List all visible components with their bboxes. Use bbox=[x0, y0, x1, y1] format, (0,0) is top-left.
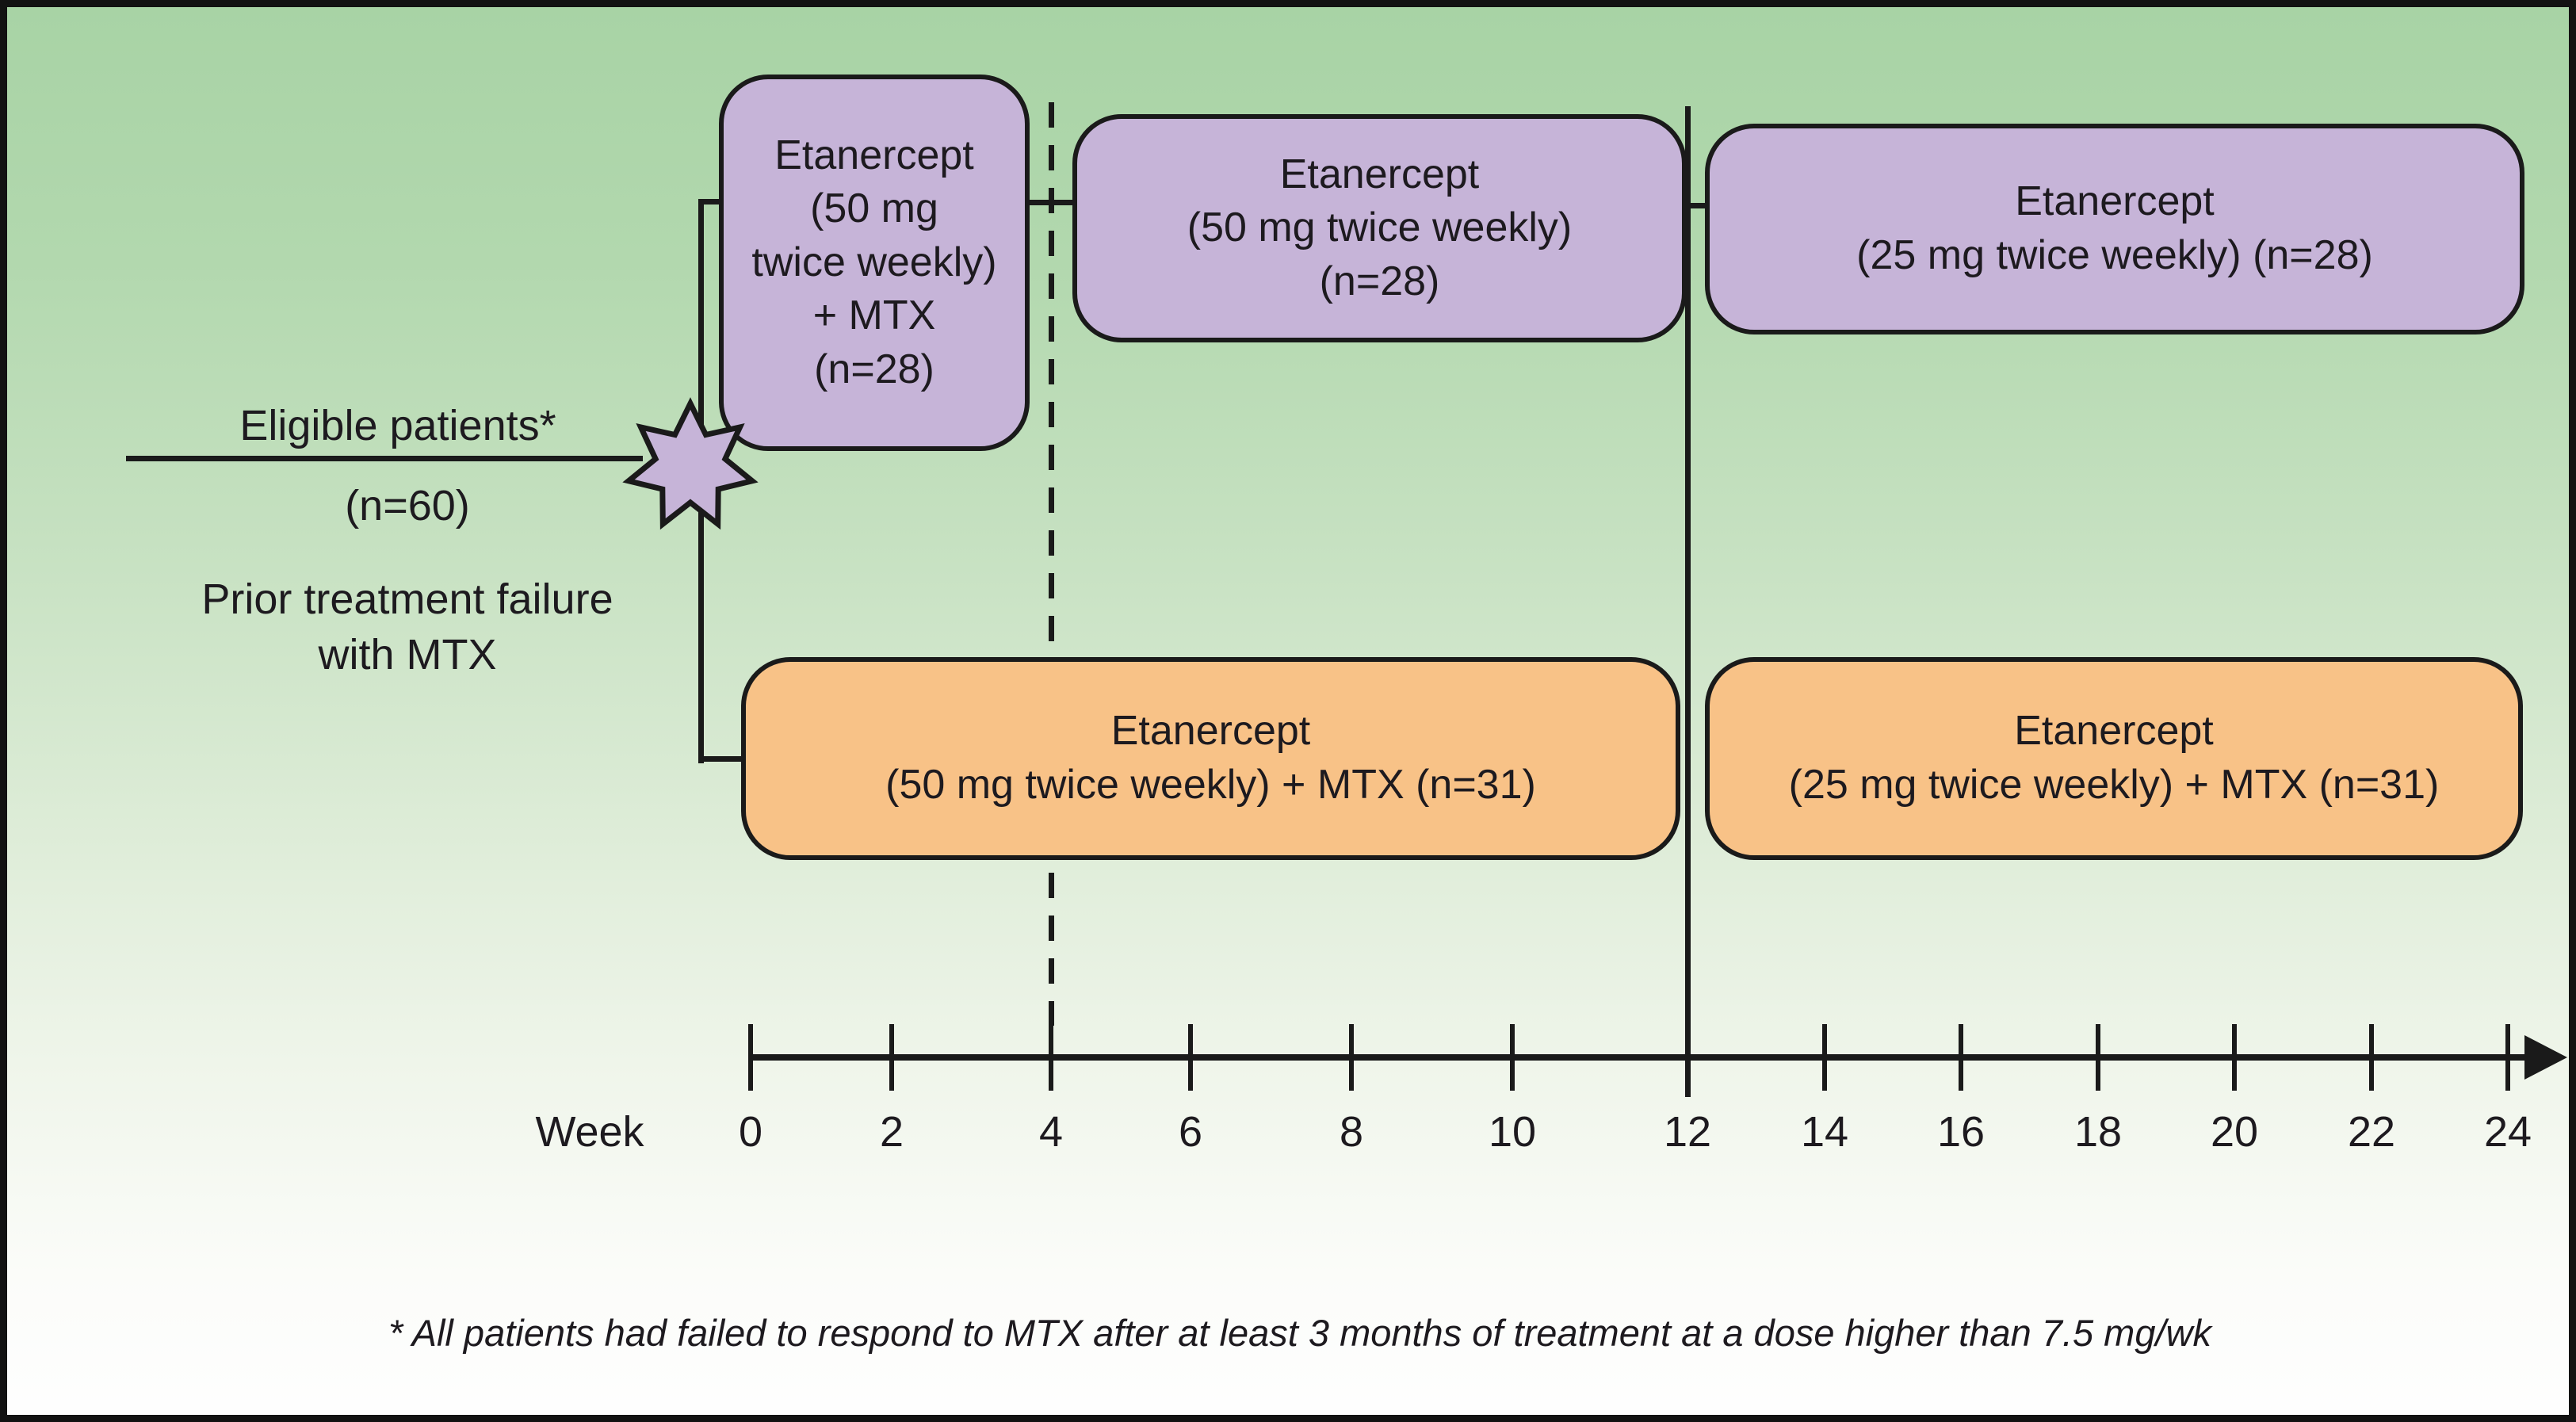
week4-dashed-line bbox=[1049, 102, 1054, 1026]
week-tick-4 bbox=[1049, 1024, 1053, 1091]
arm-et25-n28: Etanercept (25 mg twice weekly) (n=28) bbox=[1705, 124, 2524, 334]
week-label-2: 2 bbox=[879, 1108, 904, 1156]
week-label-14: 14 bbox=[1800, 1108, 1849, 1156]
week-label-6: 6 bbox=[1178, 1108, 1203, 1156]
connector-box2-box3 bbox=[1675, 203, 1711, 208]
arm-label-line: (50 mg twice weekly) bbox=[1187, 205, 1573, 251]
arm-label-line: (25 mg twice weekly) (n=28) bbox=[1856, 232, 2373, 278]
footnote-text: * All patients had failed to respond to … bbox=[388, 1312, 2211, 1354]
week-label-22: 22 bbox=[2347, 1108, 2396, 1156]
week-tick-20 bbox=[2232, 1024, 2237, 1091]
week-label-18: 18 bbox=[2073, 1108, 2123, 1156]
week-tick-0 bbox=[748, 1024, 753, 1091]
arm-label-line: (n=28) bbox=[814, 346, 934, 392]
week-tick-14 bbox=[1822, 1024, 1827, 1091]
eligible-n-label: (n=60) bbox=[345, 482, 470, 529]
week-tick-18 bbox=[2096, 1024, 2100, 1091]
week12-solid-line bbox=[1685, 106, 1691, 1097]
arm-label-line: + MTX bbox=[812, 292, 936, 339]
arm-label-line: Etanercept bbox=[2015, 178, 2215, 225]
timeline-axis bbox=[748, 1054, 2528, 1061]
arm-label-line: Etanercept bbox=[1110, 708, 1311, 755]
connector-box1-box2 bbox=[1025, 200, 1077, 205]
week-label-8: 8 bbox=[1339, 1108, 1364, 1156]
eligible-patients-label: Eligible patients* bbox=[239, 402, 556, 449]
arm-label-line: twice weekly) bbox=[751, 239, 997, 285]
arm-et25-mtx-n31: Etanercept (25 mg twice weekly) + MTX (n=… bbox=[1705, 657, 2523, 860]
week-label-12: 12 bbox=[1663, 1108, 1712, 1156]
week-tick-16 bbox=[1959, 1024, 1963, 1091]
week-tick-12 bbox=[1685, 1024, 1690, 1091]
week-axis-label: Week bbox=[535, 1108, 644, 1156]
arm-label-line: Etanercept bbox=[774, 132, 974, 178]
arm-et50-mtx-n31: Etanercept (50 mg twice weekly) + MTX (n=… bbox=[741, 657, 1680, 860]
prior-treatment-line2: with MTX bbox=[318, 631, 497, 679]
arm-et50-mtx-n28: Etanercept (50 mg twice weekly) + MTX (n=28) bbox=[719, 75, 1030, 451]
week-tick-22 bbox=[2369, 1024, 2374, 1091]
axis-arrowhead-icon bbox=[2524, 1035, 2567, 1080]
week-tick-8 bbox=[1349, 1024, 1354, 1091]
arm-label-line: (25 mg twice weekly) + MTX (n=31) bbox=[1788, 762, 2440, 808]
arm-label-line: (n=28) bbox=[1319, 258, 1440, 304]
week-label-4: 4 bbox=[1038, 1108, 1064, 1156]
arm-et50-n28: Etanercept (50 mg twice weekly) (n=28) bbox=[1072, 114, 1687, 342]
entry-line bbox=[126, 456, 643, 461]
week-label-10: 10 bbox=[1488, 1108, 1537, 1156]
bracket-stub-top bbox=[698, 199, 724, 205]
bracket-stub-bottom bbox=[698, 756, 746, 762]
week-tick-24 bbox=[2505, 1024, 2510, 1091]
randomization-star-icon bbox=[622, 397, 759, 530]
prior-treatment-line1: Prior treatment failure bbox=[201, 575, 613, 623]
arm-label-line: (50 mg bbox=[810, 185, 938, 232]
arm-label-line: (50 mg twice weekly) + MTX (n=31) bbox=[885, 762, 1536, 808]
week-label-20: 20 bbox=[2210, 1108, 2259, 1156]
week-tick-6 bbox=[1188, 1024, 1193, 1091]
arm-label-line: Etanercept bbox=[2014, 708, 2214, 755]
week-label-16: 16 bbox=[1936, 1108, 1986, 1156]
arm-label-line: Etanercept bbox=[1279, 151, 1480, 197]
week-label-24: 24 bbox=[2483, 1108, 2532, 1156]
week-tick-10 bbox=[1510, 1024, 1515, 1091]
week-label-0: 0 bbox=[738, 1108, 763, 1156]
week-tick-2 bbox=[889, 1024, 894, 1091]
